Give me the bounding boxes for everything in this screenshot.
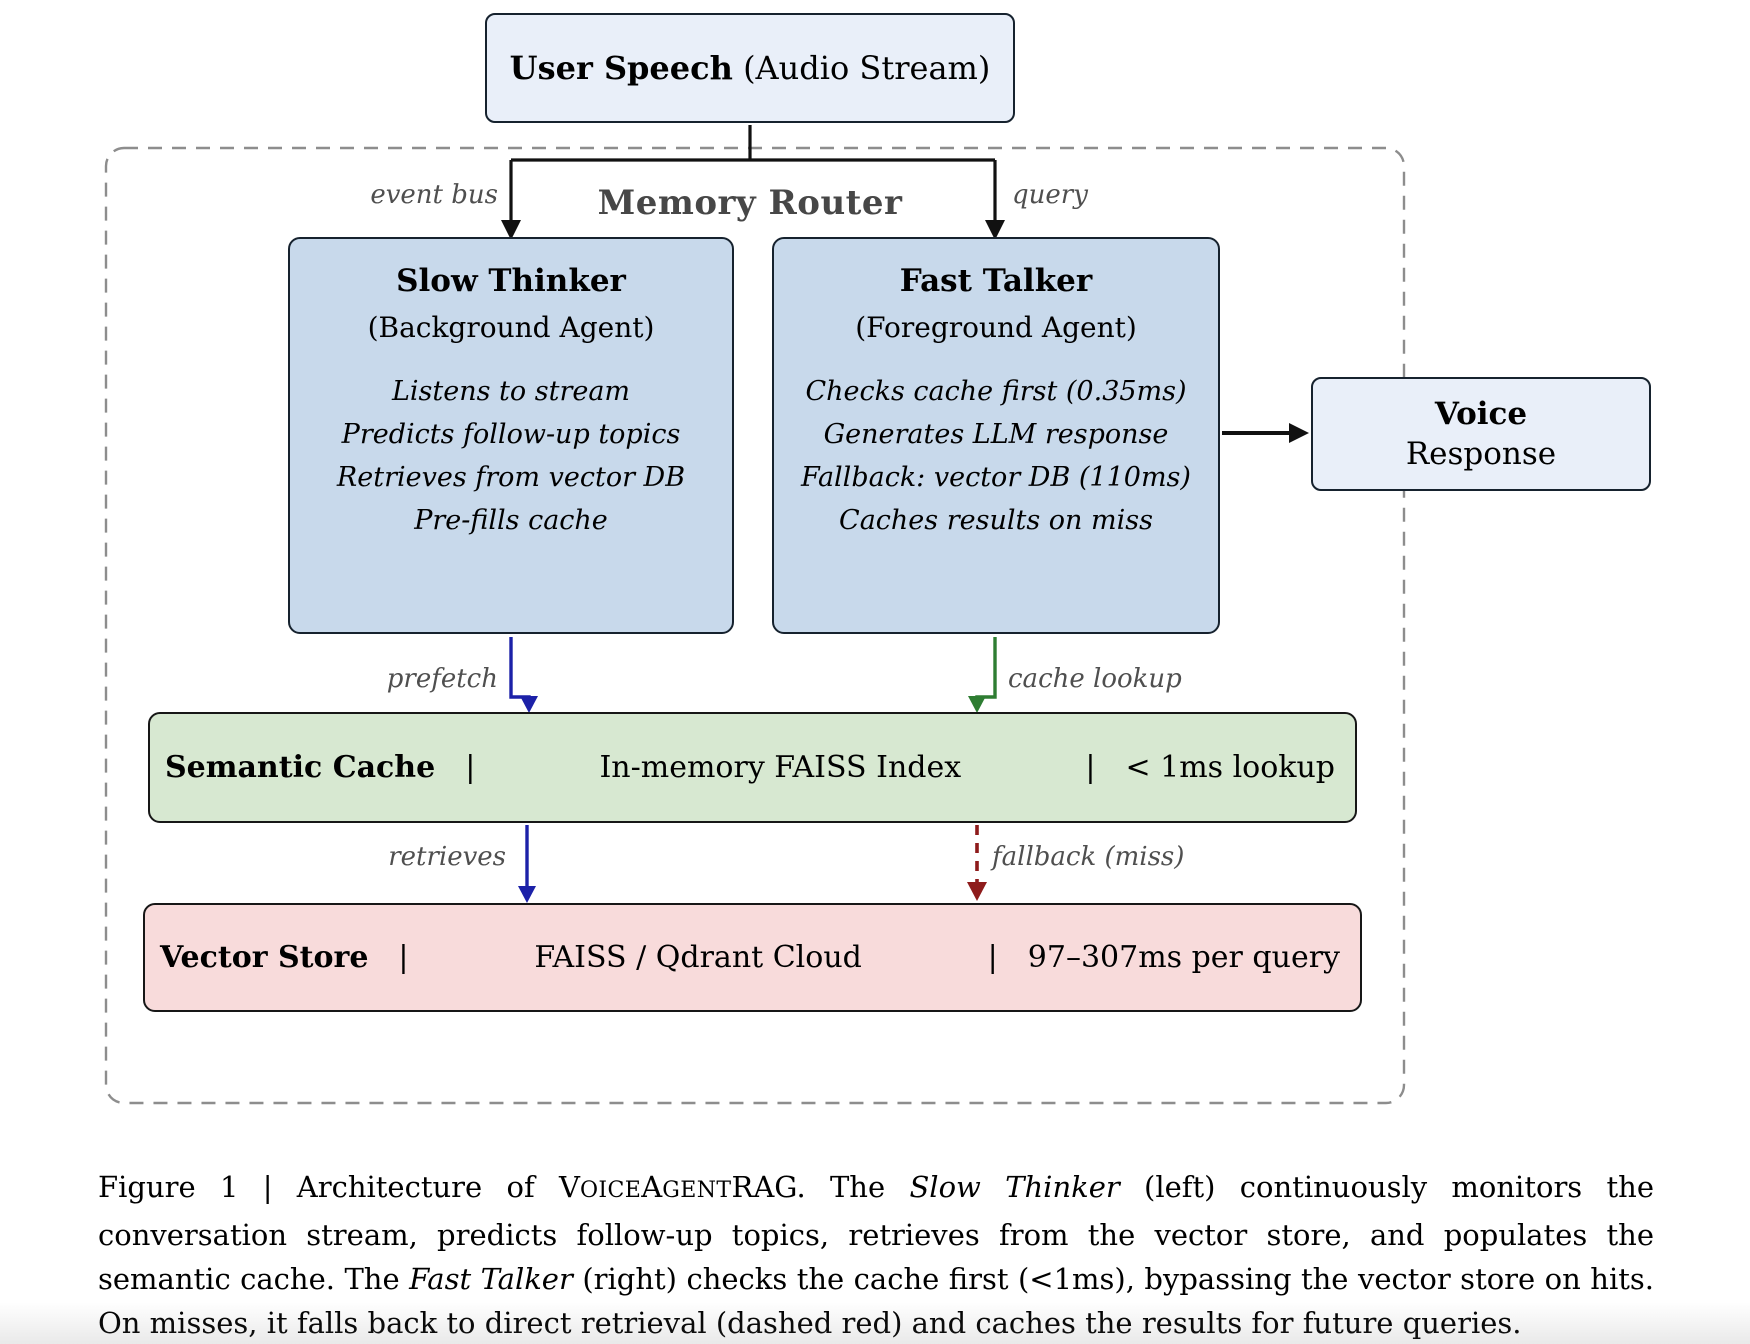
semantic-cache-latency: < 1ms lookup — [1125, 750, 1335, 785]
fast-talker-details: Checks cache first (0.35ms) Generates LLM… — [774, 370, 1218, 542]
separator: | — [465, 750, 476, 785]
agent-detail-line: Caches results on miss — [839, 505, 1153, 536]
vector-store-tech: FAISS / Qdrant Cloud — [534, 940, 862, 975]
page-bottom-fade — [0, 1302, 1750, 1344]
agent-detail-line: Generates LLM response — [823, 419, 1169, 450]
agent-detail-line: Checks cache first (0.35ms) — [805, 376, 1187, 407]
cache-lookup-label: cache lookup — [1008, 664, 1182, 694]
semantic-cache-title: Semantic Cache — [165, 750, 436, 785]
agent-detail-line: Listens to stream — [391, 376, 631, 407]
fallback-label: fallback (miss) — [992, 842, 1185, 872]
prefetch-arrowhead — [520, 696, 538, 713]
fast-talker-title: Fast Talker — [899, 263, 1093, 299]
fast-talker-subtitle: (Foreground Agent) — [855, 311, 1137, 344]
cache-lookup-arrowhead — [968, 696, 986, 713]
cache-lookup-connector — [975, 637, 997, 700]
user-speech-label: User Speech (Audio Stream) — [509, 49, 991, 87]
voice-response-arrowhead — [1289, 423, 1309, 443]
retrieves-arrowhead — [518, 886, 536, 903]
speech-split-connector — [509, 125, 997, 226]
user-speech-node: User Speech (Audio Stream) — [485, 13, 1015, 123]
voice-response-node: Voice Response — [1311, 377, 1651, 491]
agent-detail-line: Fallback: vector DB (110ms) — [801, 462, 1191, 493]
vector-store-latency: 97–307ms per query — [1027, 940, 1340, 975]
retrieves-label: retrieves — [388, 842, 506, 872]
slow-thinker-node: Slow Thinker (Background Agent) Listens … — [288, 237, 734, 634]
event-bus-label: event bus — [370, 180, 498, 210]
vector-store-title: Vector Store — [160, 940, 369, 975]
agent-detail-line: Pre-fills cache — [414, 505, 608, 536]
memory-router-title: Memory Router — [597, 183, 903, 223]
prefetch-label: prefetch — [386, 664, 498, 694]
semantic-cache-tech: In-memory FAISS Index — [599, 750, 962, 785]
slow-thinker-subtitle: (Background Agent) — [367, 311, 655, 344]
fast-talker-node: Fast Talker (Foreground Agent) Checks ca… — [772, 237, 1220, 634]
separator: | — [987, 940, 998, 975]
memory-router-boundary — [104, 146, 1406, 1105]
separator: | — [398, 940, 409, 975]
vector-store-node: Vector Store | FAISS / Qdrant Cloud | 97… — [143, 903, 1362, 1012]
query-arrowhead — [985, 220, 1005, 240]
agent-detail-line: Retrieves from vector DB — [336, 462, 686, 493]
figure-caption: Figure 1 | Architecture of VOICEAGENTRAG… — [98, 1170, 1654, 1340]
fallback-arrowhead — [967, 882, 987, 901]
event-bus-arrowhead — [501, 220, 521, 240]
query-label: query — [1012, 180, 1088, 210]
semantic-cache-node: Semantic Cache | In-memory FAISS Index |… — [148, 712, 1357, 823]
voice-response-line2: Response — [1405, 436, 1557, 472]
prefetch-connector — [509, 637, 531, 700]
agent-detail-line: Predicts follow-up topics — [341, 419, 681, 450]
voice-response-line1: Voice — [1434, 396, 1528, 432]
separator: | — [1085, 750, 1096, 785]
slow-thinker-title: Slow Thinker — [396, 263, 626, 299]
